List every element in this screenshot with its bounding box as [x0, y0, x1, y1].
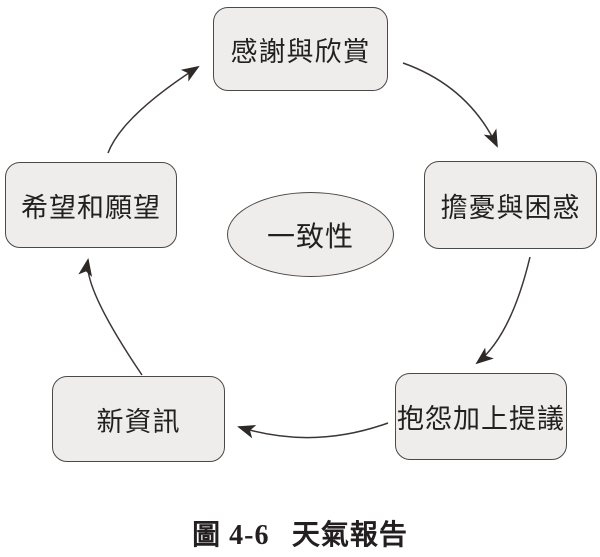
node-worry: 擔憂與困惑 [424, 161, 597, 249]
arrow-gratitude-to-worry [402, 62, 498, 148]
figure-title: 天氣報告 [291, 520, 408, 551]
node-hope-label: 希望和願望 [21, 192, 161, 223]
node-complaint: 抱怨加上提議 [395, 373, 567, 460]
arrow-complaint-to-newinfo [237, 422, 389, 439]
node-gratitude-label: 感謝與欣賞 [230, 36, 371, 67]
arrow-newinfo-to-hope [78, 258, 143, 376]
center-consistency-ellipse: 一致性 [227, 192, 394, 277]
arrow-hope-to-gratitude [107, 65, 200, 154]
node-worry-label: 擔憂與困惑 [440, 192, 581, 223]
node-hope: 希望和願望 [5, 162, 177, 248]
node-complaint-label: 抱怨加上提議 [397, 404, 565, 434]
node-new-info-label: 新資訊 [96, 406, 181, 437]
figure-caption: 圖 4-6 天氣報告 [0, 513, 600, 553]
node-new-info: 新資訊 [52, 376, 225, 462]
arrow-worry-to-complaint [475, 256, 531, 365]
node-gratitude: 感謝與欣賞 [213, 7, 388, 91]
center-consistency-label: 一致性 [266, 220, 354, 252]
figure-number: 圖 4-6 [192, 520, 270, 551]
